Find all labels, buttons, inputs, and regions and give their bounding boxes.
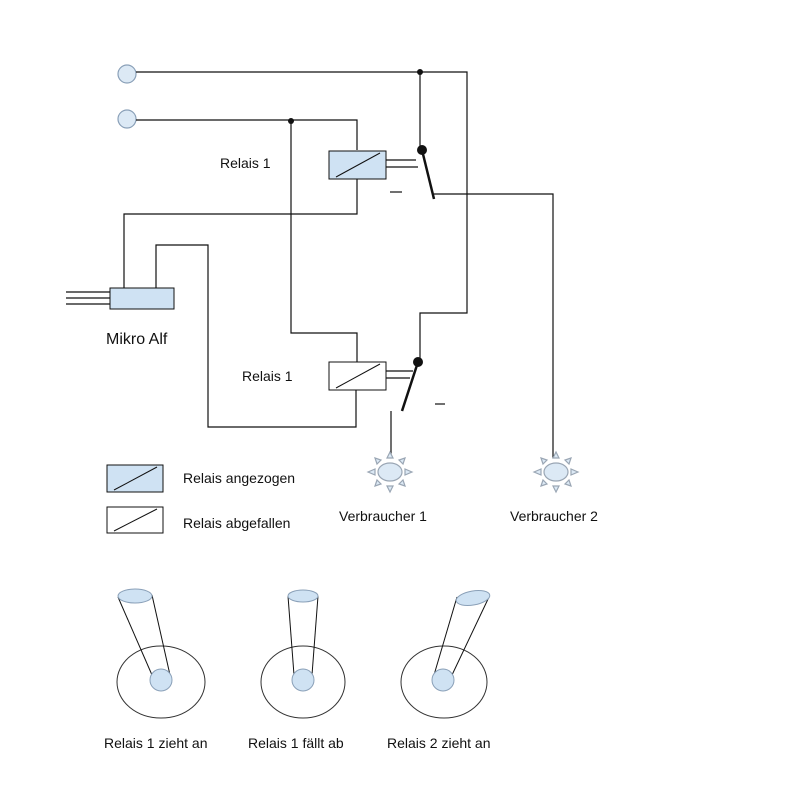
consumer-2-lamp-icon	[532, 450, 580, 494]
input-terminal-top	[117, 64, 137, 84]
wires	[66, 71, 554, 458]
legend-released-swatch	[106, 506, 164, 534]
relay-2-coil	[328, 361, 387, 391]
relay-2-label: Relais 1	[242, 368, 293, 384]
switch1-blade	[420, 149, 436, 200]
junction-second	[288, 118, 294, 124]
consumer-2-label: Verbraucher 2	[510, 508, 598, 524]
mikro-alf-label: Mikro Alf	[106, 331, 168, 348]
joystick-3-label: Relais 2 zieht an	[387, 735, 491, 751]
wire-relay2-feed	[290, 120, 358, 362]
junction-top	[417, 69, 423, 75]
joystick-1-icon	[116, 588, 206, 719]
legend-energized-swatch	[106, 464, 164, 493]
relay-1-coil	[328, 150, 387, 180]
wire-top-supply	[136, 71, 468, 362]
consumer-1-lamp-icon	[366, 450, 414, 494]
legend-energized-label: Relais angezogen	[183, 470, 295, 486]
input-terminal-bottom	[117, 109, 137, 129]
wire-second-supply	[136, 119, 358, 150]
legend-released-label: Relais abgefallen	[183, 515, 290, 531]
wire-relay1-to-mikro	[123, 179, 358, 288]
switch2-blade	[400, 361, 420, 412]
joystick-2-label: Relais 1 fällt ab	[248, 735, 344, 751]
joystick-2-icon	[260, 589, 346, 719]
joystick-1-label: Relais 1 zieht an	[104, 735, 208, 751]
wire-to-consumer2	[434, 193, 554, 458]
joystick-3-icon	[400, 590, 491, 719]
relay-1-label: Relais 1	[220, 155, 271, 171]
mikro-alf-module	[109, 287, 175, 310]
consumer-1-label: Verbraucher 1	[339, 508, 427, 524]
wire-mikro-to-relay2	[155, 244, 357, 428]
